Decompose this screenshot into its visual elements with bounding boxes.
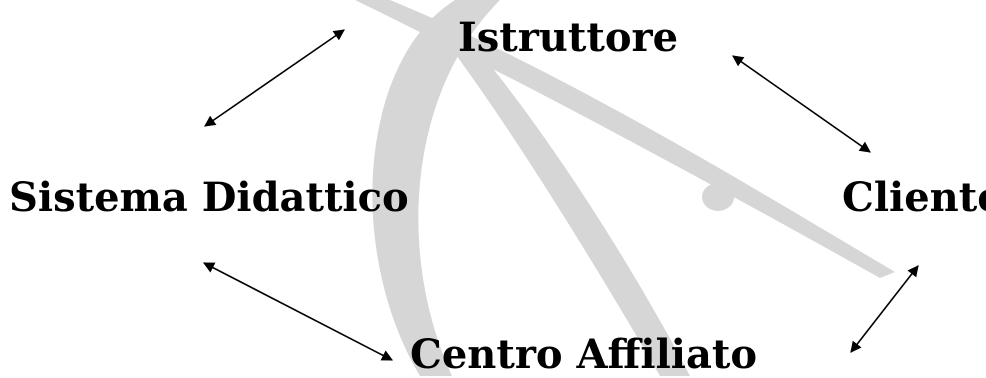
- fish-eye: [702, 183, 734, 211]
- arrow-sistema-centro: [203, 262, 393, 361]
- arrow-cliente-centro: [850, 265, 919, 353]
- fish-body-left-arc: [372, 0, 500, 376]
- node-sistema-didattico: Sistema Didattico: [9, 174, 409, 221]
- node-centro-affiliato: Centro Affiliato: [410, 331, 758, 378]
- node-istruttore: Istruttore: [458, 14, 679, 61]
- arrow-istruttore-cliente: [732, 55, 871, 153]
- fish-tail-arc: [355, 0, 895, 278]
- arrow-sistema-istruttore: [204, 29, 345, 127]
- node-cliente: Cliente: [842, 174, 986, 221]
- fish-inner-curve: [445, 40, 690, 376]
